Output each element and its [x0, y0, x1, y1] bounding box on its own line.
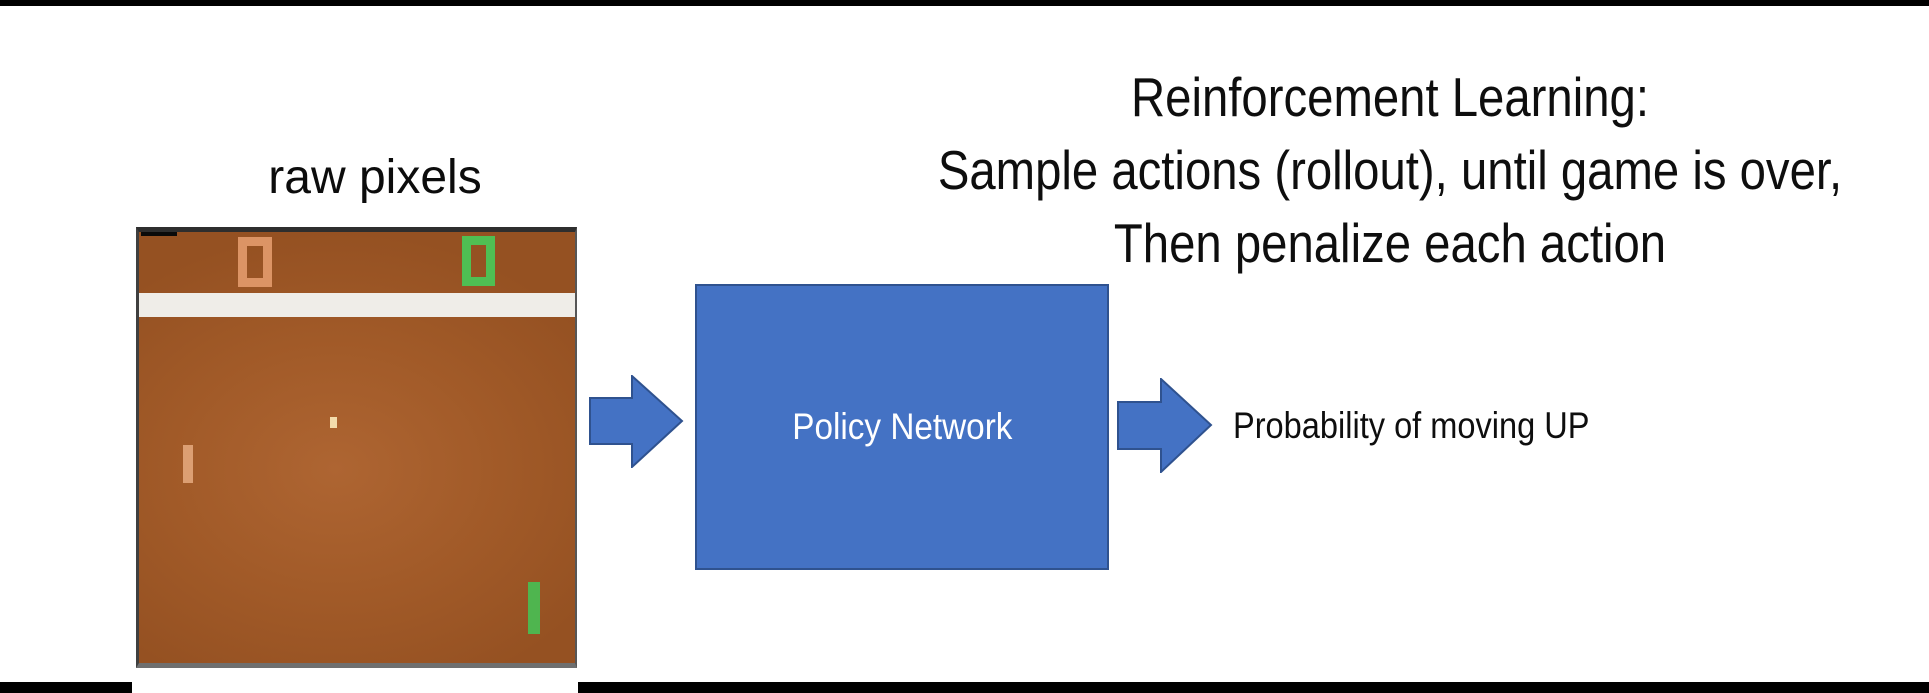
- right-paddle: [528, 582, 540, 634]
- input-arrow-icon: [589, 375, 684, 468]
- title-line-2: Sample actions (rollout), until game is …: [937, 139, 1843, 201]
- policy-network-label: Policy Network: [791, 406, 1013, 447]
- slide-title: Reinforcement Learning: Sample actions (…: [926, 61, 1855, 280]
- top-black-bar: [0, 0, 1929, 6]
- left-score-zero: [238, 237, 272, 287]
- output-arrow-icon: [1117, 378, 1213, 473]
- pong-ball: [330, 417, 337, 428]
- top-divider-bar: [139, 293, 575, 317]
- policy-network-box: Policy Network: [695, 284, 1109, 570]
- title-line-1: Reinforcement Learning:: [1131, 66, 1649, 128]
- probability-output-label: Probability of moving UP: [1233, 405, 1590, 446]
- left-paddle: [183, 445, 193, 483]
- right-score-zero: [462, 236, 495, 286]
- screen-corner-tick: [141, 232, 177, 236]
- bottom-black-bar-right: [578, 682, 1929, 693]
- raw-pixels-label: raw pixels: [268, 151, 482, 204]
- bottom-black-bar-left: [0, 682, 132, 693]
- title-line-3: Then penalize each action: [1113, 212, 1667, 274]
- pong-game-screenshot: [136, 227, 577, 668]
